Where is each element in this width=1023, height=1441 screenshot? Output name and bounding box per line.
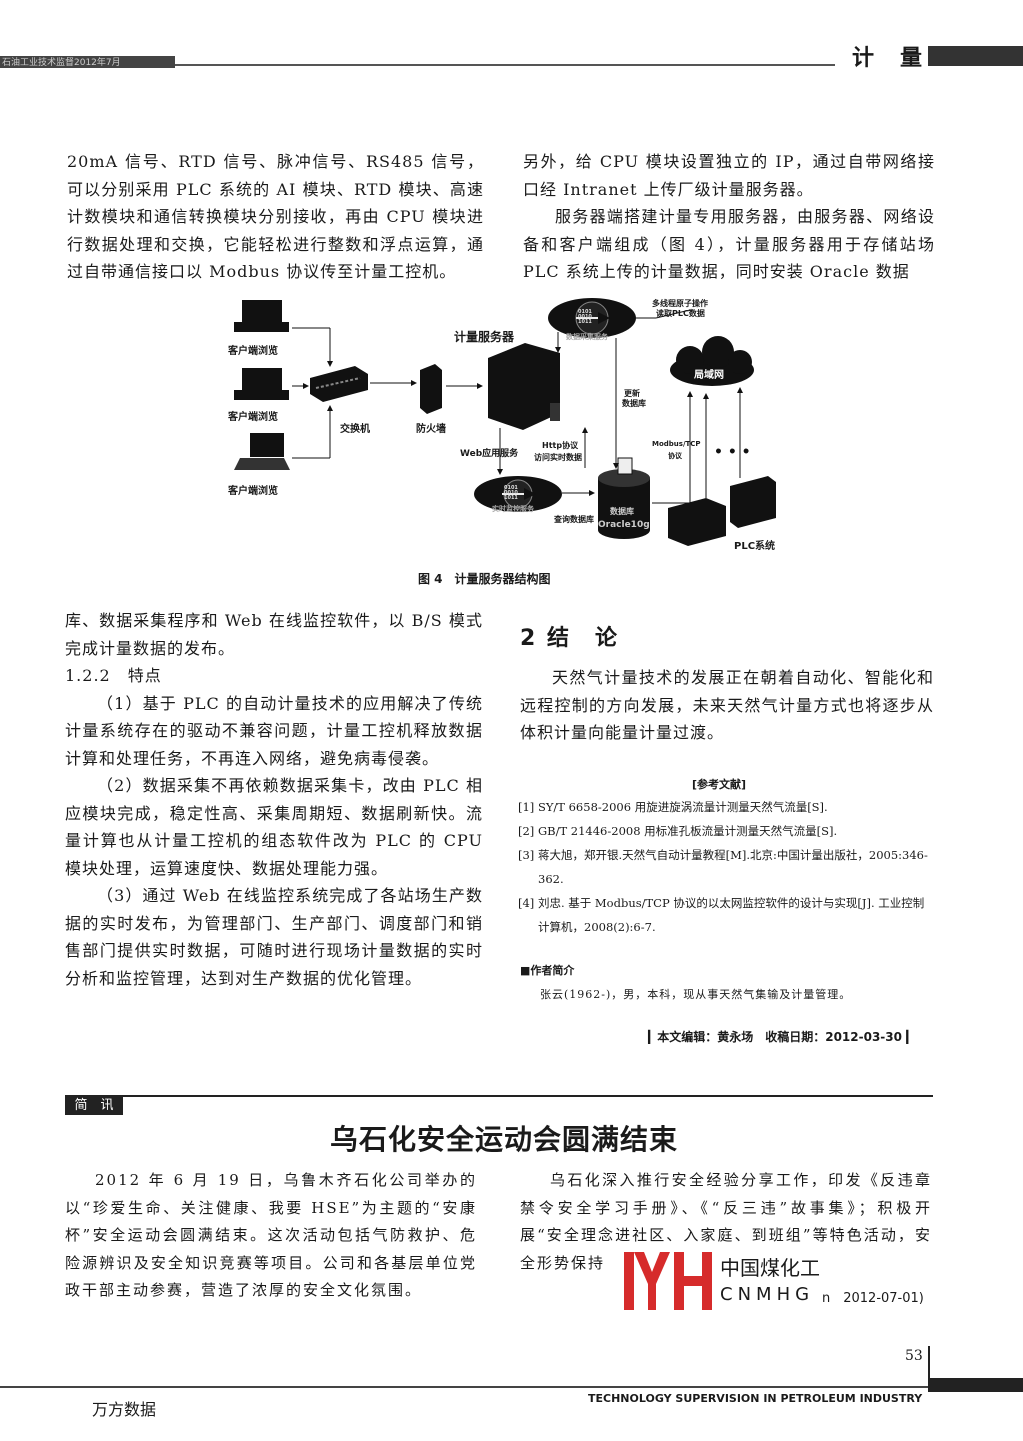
news-rule: [65, 1095, 933, 1097]
header-journal: 石油工业技术监督2012年7月: [2, 58, 121, 68]
figure-diagram: • • • 客户端浏览 客户端浏览 客户端浏览 交换机 防火墙 计量服务器 We…: [220, 288, 800, 553]
reference-item: [2] GB/T 21446-2008 用标准孔板流量计测量天然气流量[S].: [518, 824, 838, 838]
server-architecture-diagram: • • •: [234, 298, 776, 546]
label-top-node: 数据采集服务: [566, 333, 608, 341]
label-client-2: 客户端浏览: [228, 412, 278, 423]
client-pc-icon: [234, 300, 289, 332]
label-lan: 局域网: [694, 370, 724, 381]
label-web: Web应用服务: [460, 449, 519, 459]
conclusion-text: 天然气计量技术的发展正在朝着自动化、智能化和远程控制的方向发展，未来天然气计量方…: [520, 668, 934, 742]
watermark-en: CNMHG: [720, 1284, 815, 1305]
realtime-monitor-node-icon: [474, 476, 562, 512]
database-icon: [598, 457, 650, 539]
references-title: [参考文献]: [692, 778, 747, 791]
section-heading-conclusion: 2 结 论: [520, 626, 619, 651]
data-collection-node-icon: [548, 298, 636, 338]
watermark-cn: 中国煤化工: [720, 1256, 820, 1280]
server-icon: [488, 343, 560, 430]
figure-caption: 图 4 计量服务器结构图: [418, 572, 551, 586]
author-title: ■作者简介: [520, 964, 575, 977]
label-client-3: 客户端浏览: [228, 486, 278, 497]
news-title: 乌石化安全运动会圆满结束: [330, 1123, 679, 1156]
left-column: 库、数据采集程序和 Web 在线监控软件，以 B/S 模式完成计量数据的发布。 …: [65, 607, 483, 992]
label-firewall: 防火墙: [416, 424, 446, 435]
laptop-icon: [234, 433, 290, 470]
news-right-text: 乌石化深入推行安全经验分享工作，印发《反违章禁令安全学习手册》、《“反三违”故事…: [520, 1171, 932, 1272]
label-bits-top: 0101 0010 1011: [578, 309, 592, 325]
label-bottom-node: 实时监控服务: [492, 505, 534, 513]
firewall-icon: [420, 364, 442, 414]
label-modbus-2: 协议: [668, 452, 682, 460]
label-client-1: 客户端浏览: [228, 346, 278, 357]
editor-line: ▎本文编辑：黄永场 收稿日期：2012-03-30 ▎: [648, 1030, 916, 1044]
news-tag: 简 讯: [65, 1097, 123, 1115]
news-left-text: 2012 年 6 月 19 日，乌鲁木齐石化公司举办的以“珍爱生命、关注健康、我…: [65, 1171, 477, 1299]
label-http: Http协议: [542, 441, 579, 450]
label-query: 查询数据库: [554, 515, 594, 524]
svg-text:• • •: • • •: [714, 444, 751, 460]
news-source-date: n 2012-07-01): [822, 1291, 924, 1306]
label-plc: PLC系统: [734, 541, 776, 552]
top-right-p1: 另外，给 CPU 模块设置独立的 IP，通过自带网络接口经 Intranet 上…: [523, 152, 935, 199]
label-http-2: 访问实时数据: [534, 453, 582, 462]
top-left-paragraph: 20mA 信号、RTD 信号、脉冲信号、RS485 信号，可以分别采用 PLC …: [67, 152, 484, 281]
journal-name: TECHNOLOGY SUPERVISION IN PETROLEUM INDU…: [588, 1392, 923, 1405]
label-db: 数据库: [610, 507, 634, 516]
label-bits-bottom: 0101 0010 1011: [504, 485, 518, 501]
watermark-logo-icon: [622, 1252, 712, 1310]
continuation-paragraph: 库、数据采集程序和 Web 在线监控软件，以 B/S 模式完成计量数据的发布。: [65, 611, 483, 658]
label-update: 更新: [624, 389, 640, 398]
label-oracle: Oracle10g: [598, 520, 650, 530]
label-modbus: Modbus/TCP: [652, 440, 701, 448]
lan-cloud-icon: [670, 336, 754, 386]
author-bio: 张云(1962-)，男，本科，现从事天然气集输及计量管理。: [540, 988, 852, 1001]
feature-item-3: （3）通过 Web 在线监控系统完成了各站场生产数据的实时发布，为管理部门、生产…: [65, 886, 483, 988]
plc-unit-icon: [730, 476, 776, 528]
header-bar: 石油工业技术监督2012年7月: [0, 46, 1023, 70]
footer-rule: [0, 1386, 930, 1388]
top-right-p2: 服务器端搭建计量专用服务器，由服务器、网络设备和客户端组成（图 4），计量服务器…: [523, 207, 935, 281]
footer-bar: [930, 1378, 1023, 1392]
label-switch: 交换机: [340, 424, 370, 435]
reference-item: [3] 蒋大旭，郑开银.天然气自动计量教程[M].北京:中国计量出版社，2005…: [518, 848, 928, 886]
feature-item-2: （2）数据采集不再依赖数据采集卡，改由 PLC 相应模块完成，稳定性高、采集周期…: [65, 776, 483, 878]
reference-item: [4] 刘忠. 基于 Modbus/TCP 协议的以太网监控软件的设计与实现[J…: [518, 896, 925, 934]
references-list: [1] SY/T 6658-2006 用旋进旋涡流量计测量天然气流量[S]. […: [518, 795, 932, 939]
switch-icon: [310, 366, 368, 402]
wanfang-label: 万方数据: [92, 1400, 157, 1419]
subsection-heading: 1.2.2 特点: [65, 666, 162, 685]
label-multithread: 多线程原子操作: [652, 299, 708, 308]
label-server: 计量服务器: [454, 330, 515, 344]
header-section: 计 量: [852, 46, 925, 71]
label-update-db: 数据库: [622, 399, 646, 408]
label-read-plc: 读取PLC数据: [656, 309, 705, 318]
top-right-text: 另外，给 CPU 模块设置独立的 IP，通过自带网络接口经 Intranet 上…: [523, 148, 935, 286]
reference-item: [1] SY/T 6658-2006 用旋进旋涡流量计测量天然气流量[S].: [518, 800, 828, 814]
client-pc-icon: [234, 368, 289, 400]
footer-divider: [928, 1346, 930, 1392]
plc-unit-icon: [668, 498, 726, 546]
feature-item-1: （1）基于 PLC 的自动计量技术的应用解决了传统计量系统存在的驱动不兼容问题，…: [65, 693, 483, 768]
page-number: 53: [905, 1348, 923, 1364]
